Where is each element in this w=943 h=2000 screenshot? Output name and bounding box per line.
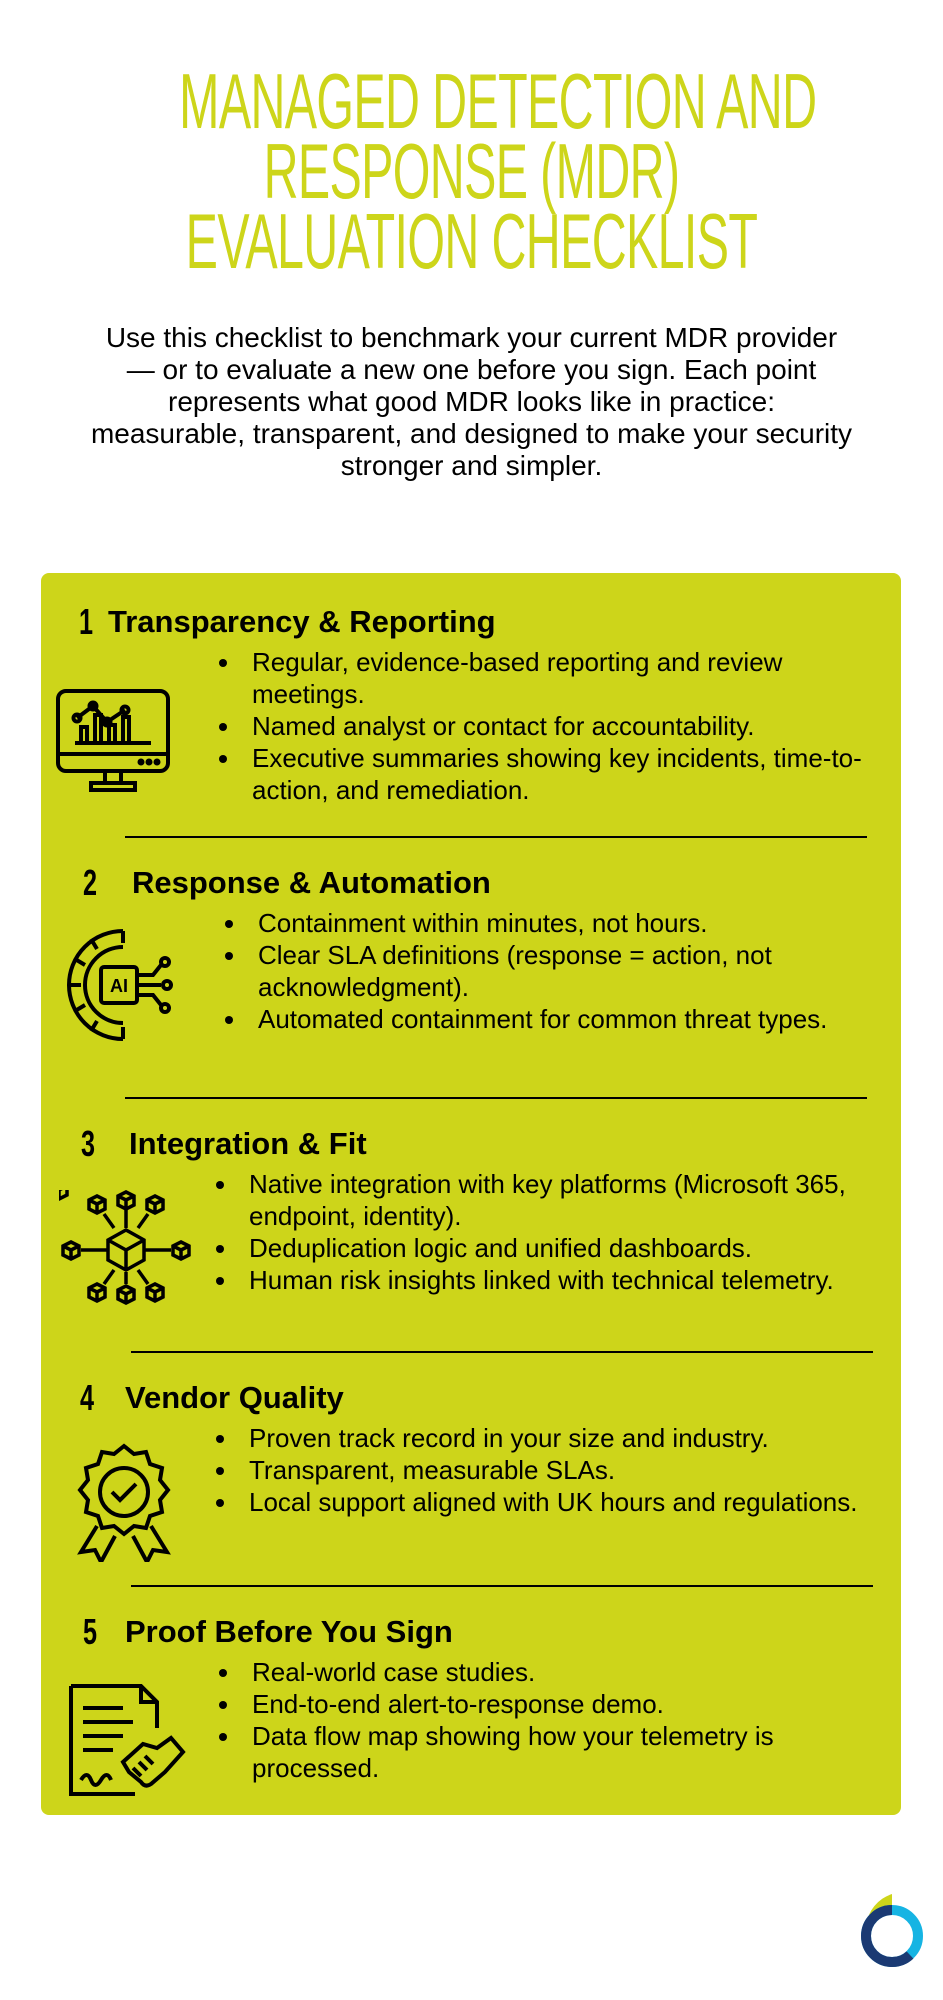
bullet-item: Clear SLA definitions (response = action… <box>225 939 885 1003</box>
bullet-item: Deduplication logic and unified dashboar… <box>216 1232 886 1264</box>
section-divider <box>131 1351 873 1353</box>
title-line: Evaluation Checklist <box>185 197 758 285</box>
section-number: 1 <box>79 601 94 642</box>
company-logo <box>861 1894 923 1967</box>
bullet-item: Regular, evidence-based reporting and re… <box>219 646 879 710</box>
section-number: 4 <box>80 1377 95 1418</box>
ai-gear-icon: AI <box>67 929 173 1041</box>
quality-badge-icon <box>77 1443 171 1562</box>
section-number: 5 <box>83 1611 98 1652</box>
section-heading: Integration & Fit <box>129 1126 367 1161</box>
page-title: Managed Detection and Response (MDR) Eva… <box>0 57 943 285</box>
bullet-list: Real-world case studies. End-to-end aler… <box>219 1656 889 1784</box>
bullet-item: Local support aligned with UK hours and … <box>216 1486 886 1518</box>
bullet-item: Proven track record in your size and ind… <box>216 1422 886 1454</box>
checklist-panel: 1 Transparency & Reporting Regular, evid… <box>41 573 901 1815</box>
section-divider <box>131 1585 873 1587</box>
bullet-list: Proven track record in your size and ind… <box>216 1422 886 1518</box>
section-divider <box>125 836 867 838</box>
section-number: 2 <box>83 862 98 903</box>
intro-text: Use this checklist to benchmark your cur… <box>90 322 853 481</box>
bullet-item: Data flow map showing how your telemetry… <box>219 1720 889 1784</box>
bullet-item: Executive summaries showing key incident… <box>219 742 879 806</box>
monitor-chart-icon <box>56 689 170 792</box>
network-cubes-icon <box>59 1190 191 1305</box>
title-line: Managed Detection and <box>179 57 817 145</box>
section-heading: Proof Before You Sign <box>125 1614 453 1649</box>
bullet-item: Human risk insights linked with technica… <box>216 1264 886 1296</box>
section-heading: Response & Automation <box>132 865 491 900</box>
bullet-item: Named analyst or contact for accountabil… <box>219 710 879 742</box>
section-heading: Transparency & Reporting <box>108 604 496 639</box>
bullet-list: Native integration with key platforms (M… <box>216 1168 886 1296</box>
bullet-item: Containment within minutes, not hours. <box>225 907 885 939</box>
bullet-item: End-to-end alert-to-response demo. <box>219 1688 889 1720</box>
bullet-item: Transparent, measurable SLAs. <box>216 1454 886 1486</box>
section-divider <box>125 1097 867 1099</box>
bullet-list: Containment within minutes, not hours. C… <box>225 907 885 1035</box>
bullet-list: Regular, evidence-based reporting and re… <box>219 646 879 806</box>
bullet-item: Native integration with key platforms (M… <box>216 1168 886 1232</box>
contract-handshake-icon <box>69 1684 186 1796</box>
title-line: Response (MDR) <box>263 127 680 215</box>
bullet-item: Automated containment for common threat … <box>225 1003 885 1035</box>
svg-text:AI: AI <box>110 976 128 996</box>
bullet-item: Real-world case studies. <box>219 1656 889 1688</box>
section-number: 3 <box>81 1123 96 1164</box>
section-heading: Vendor Quality <box>125 1380 344 1415</box>
